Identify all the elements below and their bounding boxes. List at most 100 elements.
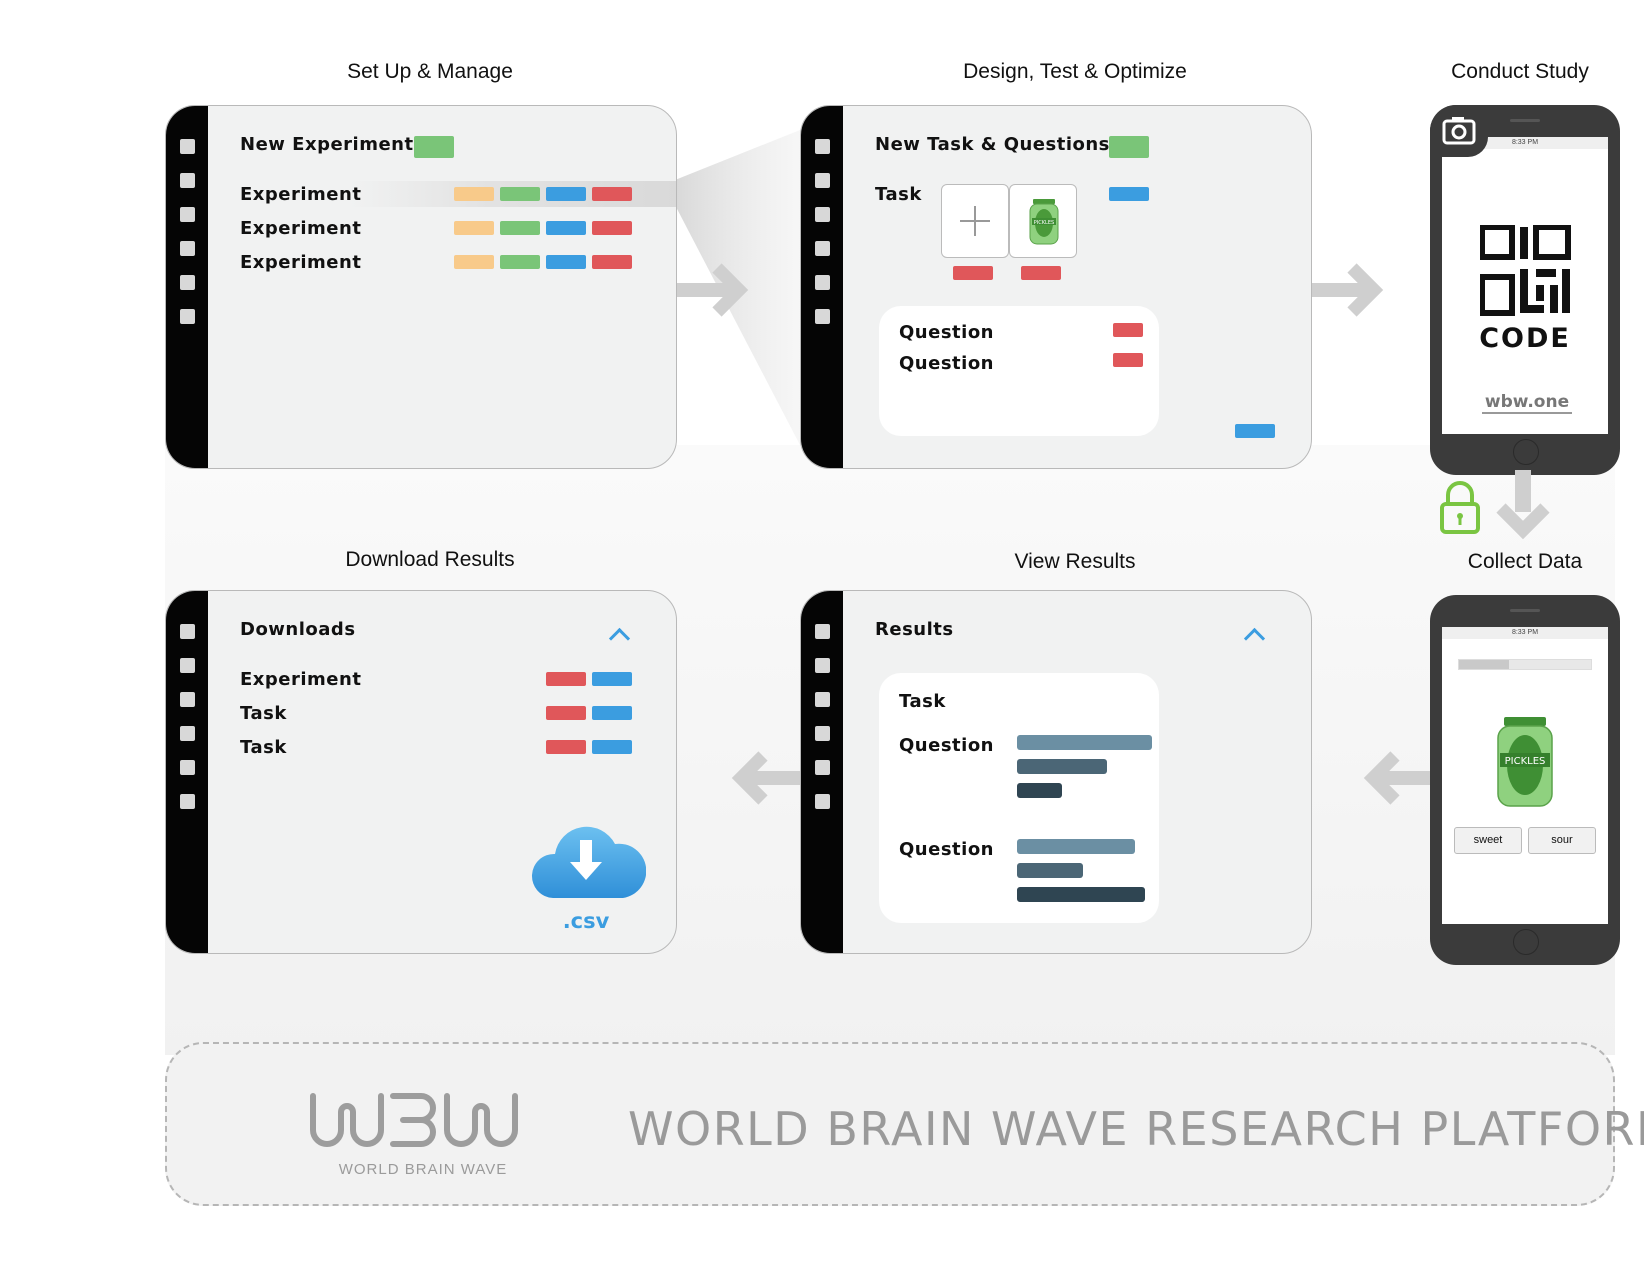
sidebar-strip bbox=[166, 591, 208, 953]
camera-badge bbox=[1430, 105, 1488, 157]
question-label[interactable]: Question bbox=[899, 322, 994, 343]
chevron-up-icon[interactable] bbox=[608, 627, 631, 650]
experiment-row-label[interactable]: Experiment bbox=[240, 252, 362, 273]
results-panel: Results Task Question Question bbox=[800, 590, 1312, 954]
result-bar bbox=[1017, 759, 1107, 774]
stage-title-view: View Results bbox=[1014, 550, 1136, 573]
plus-icon bbox=[974, 206, 976, 236]
status-pill[interactable] bbox=[500, 255, 540, 269]
chevron-up-icon[interactable] bbox=[1243, 627, 1266, 650]
task-label: Task bbox=[875, 184, 922, 205]
question-status-pill[interactable] bbox=[1113, 353, 1143, 367]
home-button[interactable] bbox=[1513, 439, 1539, 465]
download-row-label[interactable]: Experiment bbox=[240, 669, 362, 690]
code-label: CODE bbox=[1479, 323, 1571, 354]
experiment-row-label[interactable]: Experiment bbox=[240, 218, 362, 239]
status-pill[interactable] bbox=[500, 187, 540, 201]
download-pill[interactable] bbox=[592, 706, 632, 720]
status-pill[interactable] bbox=[454, 255, 494, 269]
result-bar bbox=[1017, 735, 1152, 750]
wbw-url-link[interactable]: wbw.one bbox=[1482, 392, 1572, 414]
arrow-down-icon bbox=[1496, 470, 1550, 540]
save-button[interactable] bbox=[1235, 424, 1275, 438]
new-task-button[interactable] bbox=[1109, 136, 1149, 158]
status-pill[interactable] bbox=[592, 255, 632, 269]
arrow-left-icon bbox=[731, 751, 803, 805]
result-bar bbox=[1017, 863, 1083, 878]
pickle-jar-icon: PICKLES bbox=[1497, 717, 1553, 807]
arrow-right-icon bbox=[1312, 263, 1384, 317]
status-pill[interactable] bbox=[546, 255, 586, 269]
svg-text:PICKLES: PICKLES bbox=[1505, 756, 1546, 767]
download-row-label[interactable]: Task bbox=[240, 737, 287, 758]
speaker-slot bbox=[1510, 119, 1540, 122]
qr-phone: 8:33 PM CODE wbw.one bbox=[1430, 105, 1620, 475]
new-experiment-button[interactable] bbox=[414, 136, 454, 158]
qr-code-icon bbox=[1480, 225, 1571, 316]
answer-sour-button[interactable]: sour bbox=[1528, 827, 1596, 854]
status-pill[interactable] bbox=[500, 221, 540, 235]
status-pill[interactable] bbox=[592, 187, 632, 201]
question-label: Question bbox=[899, 839, 994, 860]
status-pill[interactable] bbox=[546, 221, 586, 235]
phone-screen: 8:33 PM PICKLES sweet sour bbox=[1442, 627, 1608, 924]
stage-title-collect: Collect Data bbox=[1467, 550, 1583, 573]
result-bar bbox=[1017, 783, 1062, 798]
download-pill[interactable] bbox=[592, 672, 632, 686]
status-pill[interactable] bbox=[592, 221, 632, 235]
progress-fill bbox=[1459, 660, 1510, 669]
home-button[interactable] bbox=[1513, 929, 1539, 955]
setup-panel: New Experiment Experiment Experiment Exp… bbox=[165, 105, 677, 469]
result-bar bbox=[1017, 887, 1145, 902]
experiment-row-label[interactable]: Experiment bbox=[240, 184, 362, 205]
status-bar: 8:33 PM bbox=[1442, 627, 1608, 639]
answer-sweet-button[interactable]: sweet bbox=[1454, 827, 1522, 854]
task-label: Task bbox=[899, 691, 946, 712]
arrow-right-icon bbox=[677, 263, 749, 317]
task-status-pill[interactable] bbox=[1109, 187, 1149, 201]
svg-text:PICKLES: PICKLES bbox=[1034, 220, 1054, 226]
questions-card: Question Question bbox=[879, 306, 1159, 436]
pickle-jar-icon: PICKLES bbox=[1029, 199, 1059, 245]
question-status-pill[interactable] bbox=[1113, 323, 1143, 337]
results-title: Results bbox=[875, 619, 954, 640]
footer-banner: WORLD BRAIN WAVE WORLD BRAIN WAVE RESEAR… bbox=[165, 1042, 1644, 1206]
w3w-logo bbox=[310, 1093, 518, 1147]
phone-screen: 8:33 PM CODE wbw.one bbox=[1442, 137, 1608, 434]
download-pill[interactable] bbox=[546, 706, 586, 720]
question-label[interactable]: Question bbox=[899, 353, 994, 374]
lock-icon bbox=[1440, 481, 1480, 534]
stage-title-conduct: Conduct Study bbox=[1451, 60, 1589, 83]
design-panel: New Task & Questions Task PICKLES Questi… bbox=[800, 105, 1312, 469]
status-pill[interactable] bbox=[454, 187, 494, 201]
cloud-download-icon[interactable] bbox=[528, 816, 646, 906]
collect-phone: 8:33 PM PICKLES sweet sour bbox=[1430, 595, 1620, 965]
download-row-label[interactable]: Task bbox=[240, 703, 287, 724]
new-experiment-label: New Experiment bbox=[240, 134, 414, 155]
platform-title: WORLD BRAIN WAVE RESEARCH PLATFORM bbox=[628, 1102, 1644, 1156]
stage-title-download: Download Results bbox=[345, 548, 515, 571]
status-pill[interactable] bbox=[546, 187, 586, 201]
remove-stimulus-button[interactable] bbox=[953, 266, 993, 280]
downloads-panel: Downloads Experiment Task Task .csv bbox=[165, 590, 677, 954]
sidebar-strip bbox=[801, 591, 843, 953]
remove-stimulus-button[interactable] bbox=[1021, 266, 1061, 280]
stimulus-thumbnail[interactable]: PICKLES bbox=[1009, 184, 1077, 258]
new-task-questions-label: New Task & Questions bbox=[875, 134, 1110, 155]
result-bar bbox=[1017, 839, 1135, 854]
stage-title-design: Design, Test & Optimize bbox=[963, 60, 1187, 83]
w3w-logo-subtitle: WORLD BRAIN WAVE bbox=[338, 1161, 508, 1178]
camera-icon bbox=[1442, 117, 1476, 145]
arrow-left-icon bbox=[1363, 751, 1435, 805]
question-2-bar-chart bbox=[1017, 839, 1145, 909]
speaker-slot bbox=[1510, 609, 1540, 612]
download-pill[interactable] bbox=[546, 672, 586, 686]
question-label: Question bbox=[899, 735, 994, 756]
question-1-bar-chart bbox=[1017, 735, 1152, 805]
download-pill[interactable] bbox=[546, 740, 586, 754]
stage-title-setup: Set Up & Manage bbox=[347, 60, 513, 83]
status-pill[interactable] bbox=[454, 221, 494, 235]
add-stimulus-button[interactable] bbox=[941, 184, 1009, 258]
download-pill[interactable] bbox=[592, 740, 632, 754]
sidebar-strip bbox=[801, 106, 843, 468]
